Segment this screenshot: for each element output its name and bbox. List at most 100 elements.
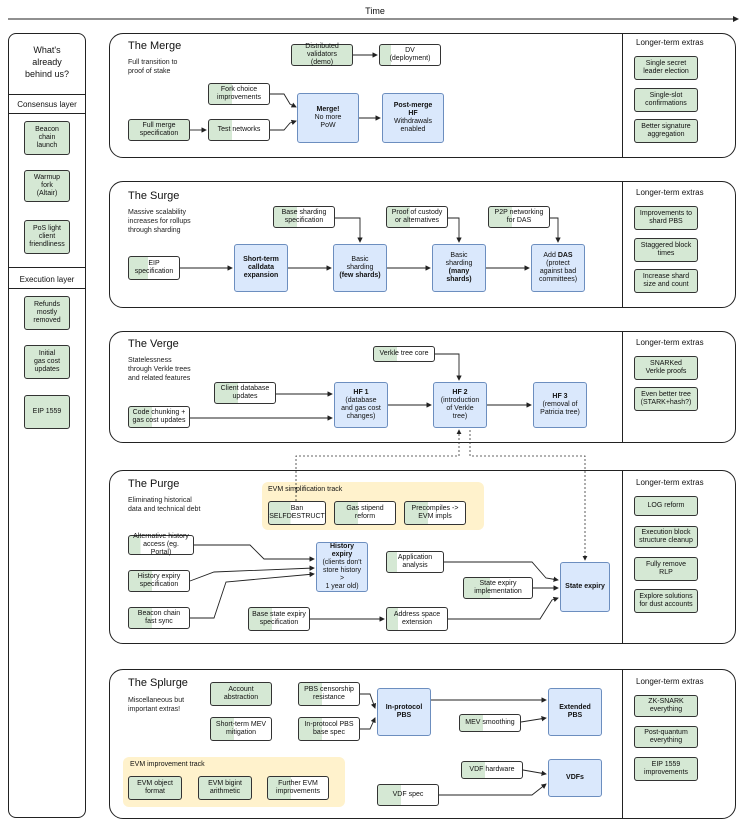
- splurge-extra-2: Post-quantum everything: [634, 726, 698, 748]
- beacon-chain-launch-item: Beacon chain launch: [24, 121, 70, 155]
- eip-1559-item: EIP 1559: [24, 395, 70, 429]
- address-space-box: Address space extension: [386, 607, 448, 631]
- sidebar-title: What's already behind us?: [24, 45, 70, 79]
- p2p-das-box: P2P networking for DAS: [488, 206, 550, 228]
- client-database-box: Client database updates: [214, 382, 276, 404]
- alt-history-box: Alternative history access (eg. Portal): [128, 533, 194, 556]
- mev-smoothing-box: MEV smoothing: [459, 714, 521, 732]
- basic-sharding-many-label: Basic sharding: [445, 252, 473, 267]
- verkle-tree-core-box: Verkle tree core: [373, 346, 435, 362]
- evm-bigint-box: EVM bigint arithmetic: [198, 776, 252, 800]
- post-merge-hf-sub: Withdrawals enabled: [393, 118, 433, 133]
- full-merge-spec-box: Full merge specification: [128, 119, 190, 141]
- basic-sharding-few-bold: (few shards): [339, 272, 381, 279]
- proof-of-custody-box: Proof of custody or alternatives: [386, 206, 448, 228]
- add-das-box: Add DAS (protect against bad committees): [531, 244, 585, 292]
- inprotocol-pbs-box: In-protocol PBS: [377, 688, 431, 736]
- history-expiry-spec-box: History expiry specification: [128, 570, 190, 592]
- initial-gas-cost-item: Initial gas cost updates: [24, 345, 70, 379]
- surge-extras-title: Longer-term extras: [636, 188, 704, 197]
- further-evm-box: Further EVM improvements: [267, 776, 329, 800]
- history-expiry-title: History expiry: [329, 543, 355, 558]
- gas-stipend-box: Gas stipend reform: [334, 501, 396, 525]
- purge-extra-4: Explore solutions for dust accounts: [634, 589, 698, 613]
- verge-extra-2: Even better tree (STARK+hash?): [634, 387, 698, 411]
- merge-box-title: Merge!: [316, 106, 340, 113]
- account-abstraction-box: Account abstraction: [210, 682, 272, 706]
- basic-sharding-many-bold: (many shards): [446, 268, 472, 283]
- purge-extra-2: Execution block structure cleanup: [634, 526, 698, 548]
- vdfs-title: VDFs: [566, 774, 584, 781]
- test-networks-box: Test networks: [208, 119, 270, 141]
- eip-spec-box: EIP specification: [128, 256, 180, 280]
- splurge-subtitle: Miscellaneous but important extras!: [128, 697, 185, 713]
- inprotocol-pbs-title: In-protocol PBS: [385, 704, 423, 719]
- pos-light-client-item: PoS light client friendliness: [24, 220, 70, 254]
- hf1-box: HF 1 (database and gas cost changes): [334, 382, 388, 428]
- time-label: Time: [365, 6, 385, 16]
- fork-choice-box: Fork choice improvements: [208, 83, 270, 105]
- merge-box-sub: No more PoW: [314, 114, 342, 129]
- hf3-title: HF 3: [552, 393, 568, 400]
- hf3-box: HF 3 (removal of Patricia tree): [533, 382, 587, 428]
- calldata-expansion-title: Short-term calldata expansion: [243, 256, 279, 279]
- basic-sharding-few-box: Basic sharding (few shards): [333, 244, 387, 292]
- precompiles-box: Precompiles -> EVM impls: [404, 501, 466, 525]
- purge-extra-1: LOG reform: [634, 496, 698, 516]
- warmup-fork-item: Warmup fork (Altair): [24, 170, 70, 202]
- hf1-sub: (database and gas cost changes): [341, 397, 381, 420]
- state-expiry-box: State expiry: [560, 562, 610, 612]
- merge-extra-3: Better signature aggregation: [634, 119, 698, 143]
- history-expiry-sub: (clients don't store history > 1 year ol…: [322, 559, 362, 590]
- extended-pbs-title: Extended PBS: [559, 704, 591, 719]
- hf2-box: HF 2 (introduction of Verkle tree): [433, 382, 487, 428]
- merge-subtitle: Full transition to proof of stake: [128, 59, 178, 75]
- vdf-hardware-box: VDF hardware: [461, 761, 523, 779]
- inprotocol-pbs-base-box: In-protocol PBS base spec: [298, 717, 360, 741]
- post-merge-hf-box: Post-merge HF Withdrawals enabled: [382, 93, 444, 143]
- sidebar-panel: What's already behind us? Consensus laye…: [8, 33, 86, 818]
- vdfs-box: VDFs: [548, 759, 602, 797]
- basic-sharding-many-box: Basic sharding (many shards): [432, 244, 486, 292]
- evm-improvement-track-label: EVM improvement track: [130, 761, 205, 768]
- splurge-extra-1: ZK-SNARK everything: [634, 695, 698, 717]
- add-das-label: Add: [543, 252, 556, 259]
- verge-extra-1: SNARKed Verkle proofs: [634, 356, 698, 380]
- purge-extra-3: Fully remove RLP: [634, 557, 698, 581]
- dv-deployment-box: DV (deployment): [379, 44, 441, 66]
- state-expiry-impl-box: State expiry implementation: [463, 577, 533, 599]
- add-das-bold: DAS: [557, 252, 573, 259]
- splurge-extras-title: Longer-term extras: [636, 677, 704, 686]
- vdf-spec-box: VDF spec: [377, 784, 439, 806]
- post-merge-hf-title: Post-merge HF: [393, 102, 433, 117]
- code-chunking-box: Code chunking + gas cost updates: [128, 406, 190, 428]
- consensus-layer-label: Consensus layer: [17, 100, 77, 109]
- surge-extra-1: Improvements to shard PBS: [634, 206, 698, 230]
- verge-extras-title: Longer-term extras: [636, 338, 704, 347]
- beacon-fast-sync-box: Beacon chain fast sync: [128, 607, 190, 629]
- purge-title: The Purge: [128, 478, 180, 490]
- basic-sharding-few-label: Basic sharding: [346, 256, 374, 271]
- state-expiry-title: State expiry: [565, 583, 605, 590]
- surge-subtitle: Massive scalability increases for rollup…: [128, 209, 191, 234]
- hf2-title: HF 2: [452, 389, 468, 396]
- hf1-title: HF 1: [353, 389, 369, 396]
- base-sharding-spec-box: Base sharding specification: [273, 206, 335, 228]
- merge-title: The Merge: [128, 40, 182, 52]
- hf3-sub: (removal of Patricia tree): [540, 401, 580, 416]
- refunds-removed-item: Refunds mostly removed: [24, 296, 70, 330]
- hf2-sub: (introduction of Verkle tree): [440, 397, 480, 420]
- surge-title: The Surge: [128, 190, 180, 202]
- purge-subtitle: Eliminating historical data and technica…: [128, 497, 201, 513]
- surge-extra-3: Increase shard size and count: [634, 269, 698, 293]
- evm-object-format-box: EVM object format: [128, 776, 182, 800]
- merge-extras-title: Longer-term extras: [636, 38, 704, 47]
- splurge-extra-3: EIP 1559 improvements: [634, 757, 698, 781]
- splurge-title: The Splurge: [128, 677, 188, 689]
- purge-extras-title: Longer-term extras: [636, 478, 704, 487]
- verge-title: The Verge: [128, 338, 179, 350]
- distributed-validators-box: Distributed validators (demo): [291, 43, 353, 66]
- surge-extra-2: Staggered block times: [634, 238, 698, 262]
